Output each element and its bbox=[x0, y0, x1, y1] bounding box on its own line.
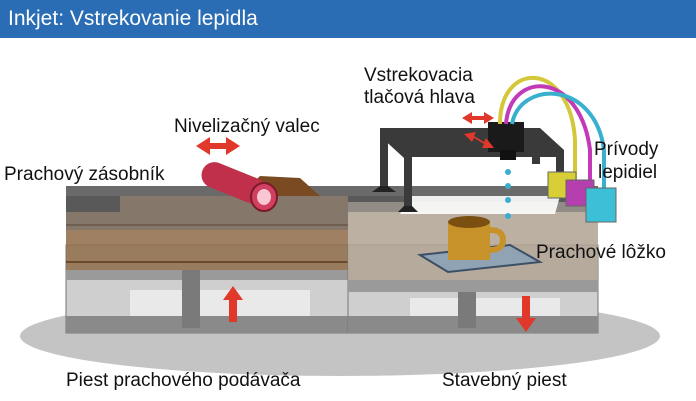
binder-cartridges bbox=[547, 171, 617, 223]
label-binder-line1: Prívody bbox=[594, 139, 659, 160]
build-piston-rod bbox=[458, 292, 476, 328]
feed-piston-up-arrow-icon bbox=[223, 286, 243, 322]
page-title: Inkjet: Vstrekovanie lepidla bbox=[8, 7, 258, 30]
label-print-head-line2: tlačová hlava bbox=[364, 87, 475, 108]
label-print-head-line1: Vstrekovacia bbox=[364, 65, 473, 86]
binder-tubes bbox=[498, 75, 606, 190]
label-build-piston: Stavebný piest bbox=[442, 370, 567, 391]
label-powder-reservoir: Prachový zásobník bbox=[4, 164, 165, 185]
label-feed-piston: Piest prachového podávača bbox=[66, 370, 301, 391]
binder-droplets bbox=[505, 169, 511, 219]
label-binder-line2: lepidiel bbox=[598, 162, 657, 183]
roller-arrow-icon bbox=[196, 137, 240, 155]
head-arrow-horizontal-icon bbox=[462, 112, 494, 124]
leveling-roller bbox=[201, 162, 278, 212]
label-powder-bed: Prachové lôžko bbox=[536, 242, 666, 263]
printed-part-mug bbox=[448, 216, 507, 260]
print-head bbox=[488, 122, 524, 160]
title-bar: Inkjet: Vstrekovanie lepidla bbox=[0, 0, 696, 38]
build-piston-down-arrow-icon bbox=[516, 296, 536, 332]
label-roller: Nivelizačný valec bbox=[174, 116, 320, 137]
head-arrow-diagonal-icon bbox=[464, 132, 494, 148]
feed-piston-rod bbox=[182, 270, 200, 328]
